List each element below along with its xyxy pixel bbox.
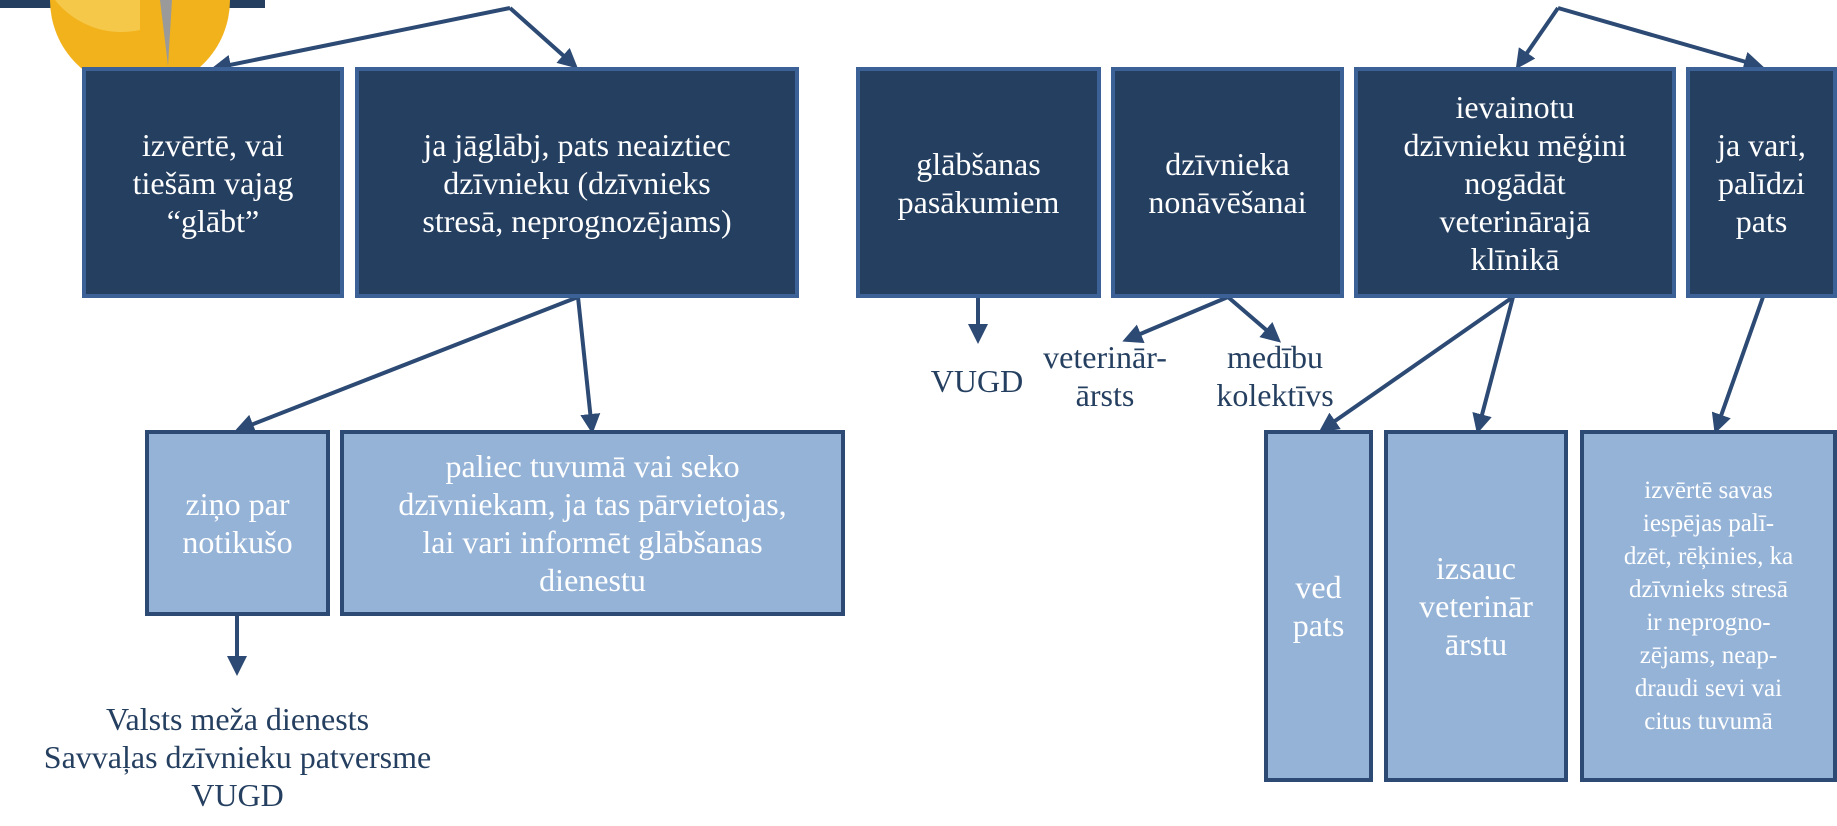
box-if-rescue: ja jāglābj, pats neaiztiec dzīvnieku (dz… xyxy=(355,67,799,298)
logo-graphic xyxy=(0,0,265,70)
box-injured-animal-text: ievainotu dzīvnieku mēģini nogādāt veter… xyxy=(1403,88,1627,277)
box-help-yourself: ja vari, palīdzi pats xyxy=(1686,67,1837,298)
box-euthanasia: dzīvnieka nonāvēšanai xyxy=(1111,67,1344,298)
box-evaluate-need-text: izvērtē, vai tiešām vajag “glābt” xyxy=(132,126,294,239)
box-drive-yourself-text: ved pats xyxy=(1292,569,1345,643)
box-rescue-measures: glābšanas pasākumiem xyxy=(856,67,1101,298)
label-hunting-collective: medību kolektīvs xyxy=(1216,339,1334,413)
box-report-incident-text: ziņo par notikušo xyxy=(182,486,293,560)
box-assess-abilities: izvērtē savas iespējas palī- dzēt, rēķin… xyxy=(1580,430,1837,782)
box-stay-near: paliec tuvumā vai seko dzīvniekam, ja ta… xyxy=(340,430,845,616)
box-call-vet: izsauc veterinār ārstu xyxy=(1384,430,1568,782)
box-assess-abilities-text: izvērtē savas iespējas palī- dzēt, rēķin… xyxy=(1623,477,1794,735)
box-drive-yourself: ved pats xyxy=(1264,430,1373,782)
contacts-list: Valsts meža dienests Savvaļas dzīvnieku … xyxy=(43,701,432,813)
label-vugd: VUGD xyxy=(930,363,1024,399)
box-help-yourself-text: ja vari, palīdzi pats xyxy=(1717,126,1806,239)
label-veterinarian: veterinār- ārsts xyxy=(1043,339,1167,413)
box-rescue-measures-text: glābšanas pasākumiem xyxy=(897,145,1060,220)
box-if-rescue-text: ja jāglābj, pats neaiztiec dzīvnieku (dz… xyxy=(422,126,732,239)
box-report-incident: ziņo par notikušo xyxy=(145,430,330,616)
box-evaluate-need: izvērtē, vai tiešām vajag “glābt” xyxy=(82,67,344,298)
box-stay-near-text: paliec tuvumā vai seko dzīvniekam, ja ta… xyxy=(398,448,787,598)
box-euthanasia-text: dzīvnieka nonāvēšanai xyxy=(1148,145,1307,220)
box-call-vet-text: izsauc veterinār ārstu xyxy=(1419,550,1533,662)
box-injured-animal: ievainotu dzīvnieku mēģini nogādāt veter… xyxy=(1354,67,1676,298)
